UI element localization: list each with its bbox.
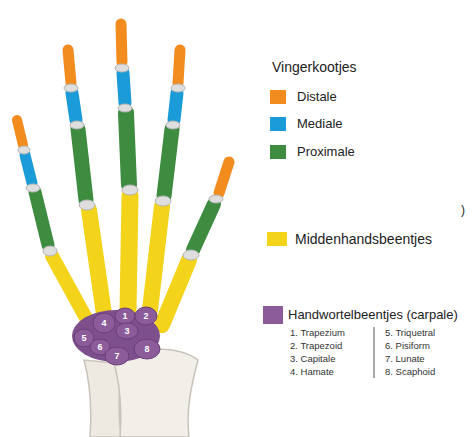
callout-number: 5 bbox=[81, 333, 86, 344]
proximal-bone bbox=[126, 113, 129, 185]
list-item: 6. Pisiform bbox=[385, 340, 430, 351]
carpals bbox=[72, 307, 160, 365]
joint bbox=[79, 200, 95, 210]
joint bbox=[70, 121, 84, 129]
medial-bone bbox=[123, 73, 125, 103]
proximal-bone bbox=[35, 192, 48, 245]
joint bbox=[115, 64, 129, 72]
list-item: 7. Lunate bbox=[385, 353, 425, 364]
joint bbox=[118, 104, 132, 112]
callout-number: 8 bbox=[144, 344, 149, 355]
forearm bbox=[84, 349, 198, 437]
distal-bone bbox=[17, 120, 23, 145]
callout-number: 7 bbox=[114, 351, 119, 362]
carpal-bone bbox=[93, 313, 115, 333]
proximal-bone bbox=[164, 129, 172, 196]
distal-bone bbox=[121, 24, 122, 62]
callout-number: 2 bbox=[143, 311, 148, 322]
joint bbox=[26, 184, 40, 192]
metacarpals bbox=[52, 196, 189, 325]
joint bbox=[166, 121, 180, 129]
joint bbox=[171, 84, 185, 92]
medial-bone bbox=[174, 93, 177, 120]
legend-swatch bbox=[267, 232, 287, 246]
proximal-bone bbox=[78, 129, 86, 200]
metacarpal-bone bbox=[52, 256, 86, 318]
legend-swatch bbox=[263, 306, 283, 324]
medial-bone bbox=[72, 93, 76, 120]
metacarpal-bone bbox=[128, 196, 130, 310]
callout-number: 6 bbox=[97, 342, 102, 353]
legend-label: Handwortelbeentjes (carpale) bbox=[288, 307, 458, 323]
legend-swatch bbox=[270, 90, 286, 104]
joint bbox=[122, 185, 138, 195]
joint bbox=[43, 246, 57, 256]
metacarpal-bone bbox=[150, 206, 162, 310]
list-item: 2. Trapezoid bbox=[290, 340, 342, 351]
joint bbox=[209, 195, 223, 203]
callout-number: 1 bbox=[122, 311, 127, 322]
list-item: 3. Capitale bbox=[290, 353, 335, 364]
distal-bone bbox=[219, 162, 229, 193]
carpal-bone bbox=[116, 323, 138, 339]
carpal-bone bbox=[115, 308, 135, 324]
joint bbox=[183, 250, 199, 260]
stray-mark: ) bbox=[461, 203, 465, 217]
legend-label: Middenhandsbeentjes bbox=[295, 231, 432, 248]
distal-bone bbox=[178, 50, 180, 83]
joint bbox=[18, 146, 30, 154]
metacarpal-bone bbox=[162, 260, 189, 325]
callout-number: 4 bbox=[101, 318, 106, 329]
legend-swatch bbox=[270, 145, 286, 159]
list-item: 8. Scaphoid bbox=[385, 366, 435, 377]
list-divider bbox=[374, 327, 375, 378]
joint bbox=[155, 196, 171, 206]
legend-label: Proximale bbox=[297, 144, 355, 160]
distal-phalanges bbox=[17, 24, 229, 193]
joint bbox=[64, 84, 78, 92]
list-item: 1. Trapezium bbox=[290, 327, 345, 338]
legend-heading: Vingerkootjes bbox=[272, 59, 357, 76]
carpal-bone bbox=[134, 339, 160, 359]
callout-number: 3 bbox=[124, 326, 129, 337]
legend-label: Distale bbox=[297, 89, 337, 105]
metacarpal-bone bbox=[89, 210, 104, 314]
medial-phalanges bbox=[25, 73, 177, 183]
distal-bone bbox=[68, 50, 71, 83]
medial-bone bbox=[25, 155, 32, 183]
carpal-bone bbox=[105, 347, 129, 365]
list-item: 4. Hamate bbox=[290, 366, 334, 377]
legend-label: Mediale bbox=[297, 116, 343, 132]
proximal-phalanges bbox=[35, 113, 214, 250]
carpal-bone bbox=[135, 307, 157, 325]
joints bbox=[18, 64, 223, 260]
list-item: 5. Triquetral bbox=[385, 327, 435, 338]
proximal-bone bbox=[193, 204, 214, 250]
legend-swatch bbox=[270, 117, 286, 131]
